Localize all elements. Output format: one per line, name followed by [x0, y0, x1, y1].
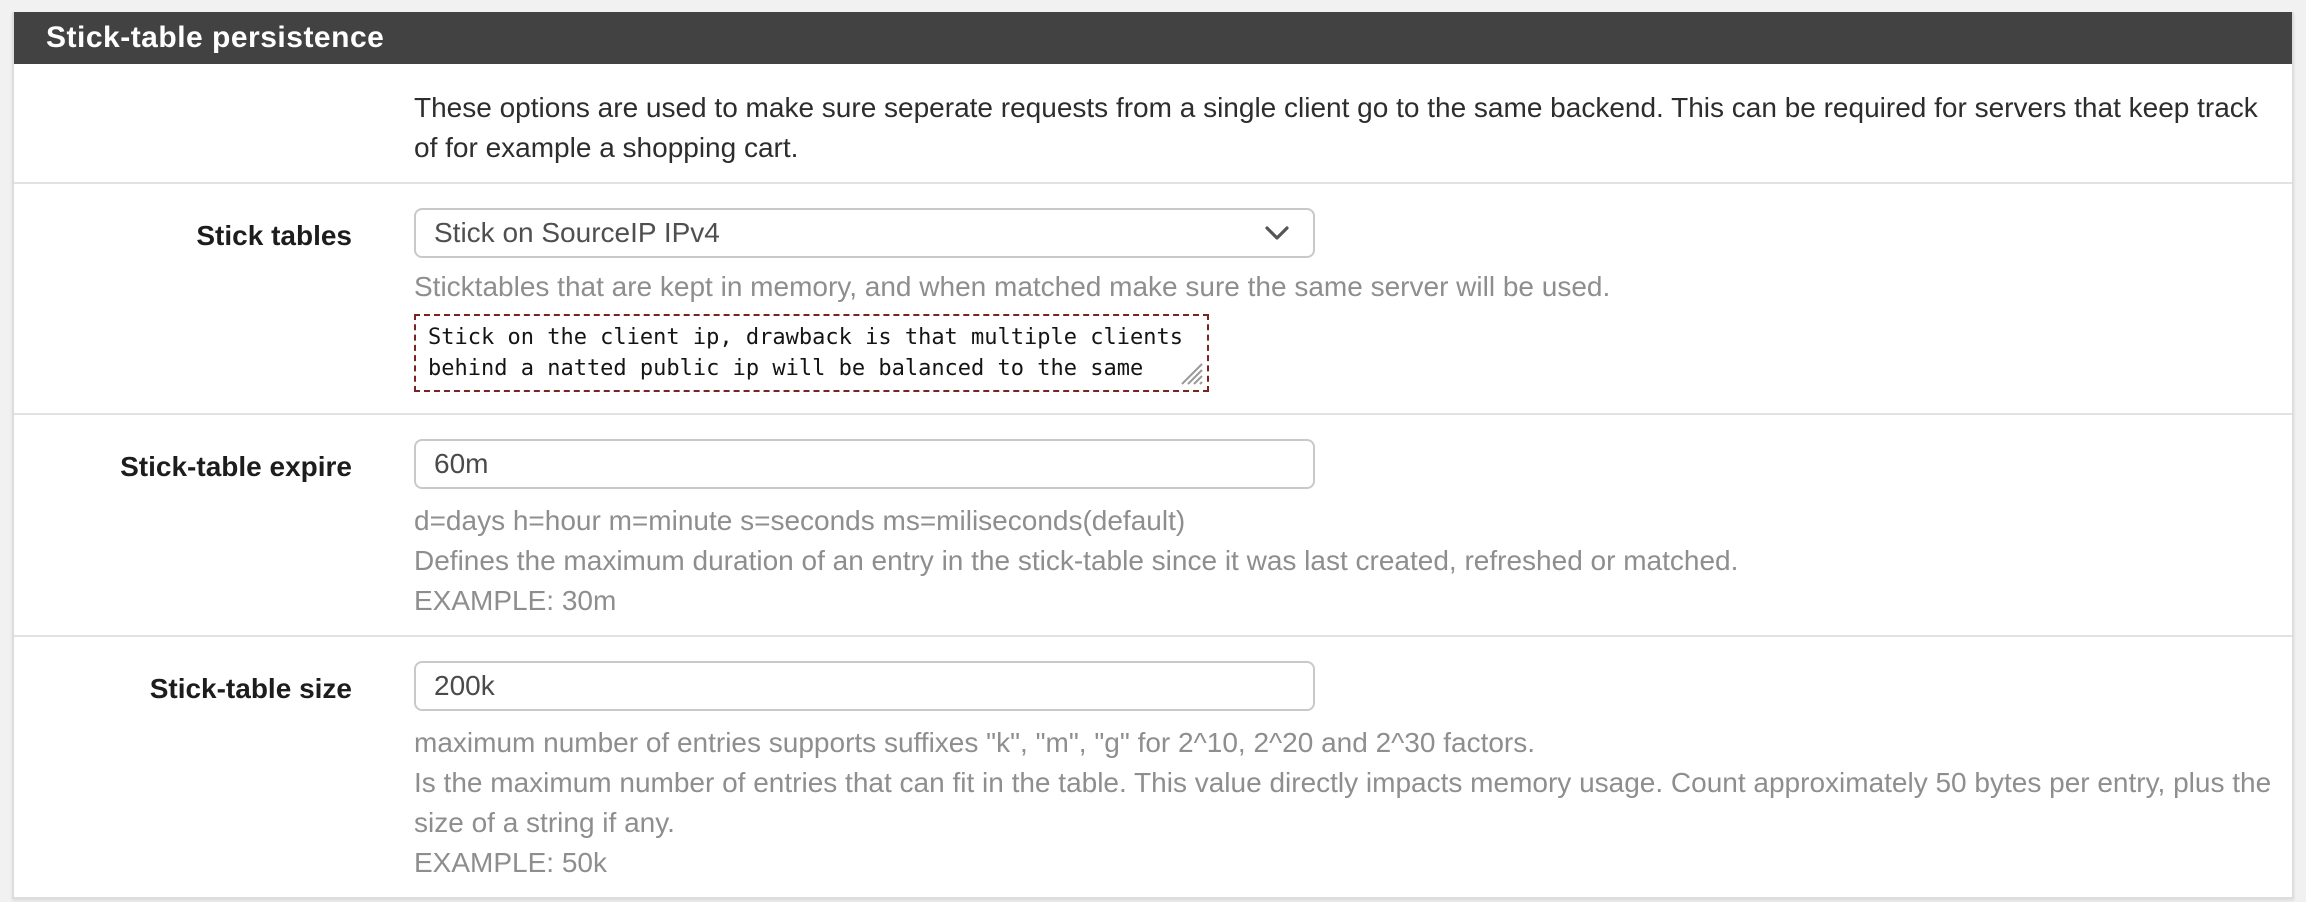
stick-table-persistence-panel: Stick-table persistence These options ar… [12, 12, 2294, 899]
help-line: Is the maximum number of entries that ca… [414, 767, 2272, 838]
stick-tables-notes-wrap: Stick on the client ip, drawback is that… [414, 314, 1209, 392]
stick-table-size-input[interactable] [414, 661, 1315, 711]
panel-title: Stick-table persistence [14, 12, 2292, 64]
stick-tables-row: Stick tables Stick on SourceIP IPv4 Stic… [14, 182, 2292, 413]
stick-table-expire-input[interactable] [414, 439, 1315, 489]
stick-tables-select[interactable]: Stick on SourceIP IPv4 [414, 208, 1315, 258]
stick-table-expire-label: Stick-table expire [120, 451, 352, 482]
help-line: Defines the maximum duration of an entry… [414, 545, 1739, 576]
empty-label-cell [14, 88, 414, 168]
help-line: maximum number of entries supports suffi… [414, 727, 1536, 758]
description-row: These options are used to make sure sepe… [14, 64, 2292, 182]
stick-tables-selected-value: Stick on SourceIP IPv4 [434, 217, 720, 248]
stick-tables-help: Sticktables that are kept in memory, and… [414, 271, 1611, 302]
help-line: EXAMPLE: 30m [414, 585, 617, 616]
stick-tables-notes-textarea[interactable]: Stick on the client ip, drawback is that… [414, 314, 1209, 392]
help-line: d=days h=hour m=minute s=seconds ms=mili… [414, 505, 1186, 536]
chevron-down-icon [1265, 225, 1289, 240]
stick-table-size-help: maximum number of entries supports suffi… [414, 723, 2272, 883]
resize-grip-icon[interactable] [1178, 360, 1204, 386]
stick-table-expire-help: d=days h=hour m=minute s=seconds ms=mili… [414, 501, 2272, 621]
help-line: EXAMPLE: 50k [414, 847, 607, 878]
stick-table-expire-row: Stick-table expire d=days h=hour m=minut… [14, 413, 2292, 635]
stick-table-size-row: Stick-table size maximum number of entri… [14, 635, 2292, 897]
stick-tables-label: Stick tables [196, 220, 352, 251]
section-description: These options are used to make sure sepe… [414, 92, 2258, 163]
stick-table-size-label: Stick-table size [149, 673, 352, 704]
